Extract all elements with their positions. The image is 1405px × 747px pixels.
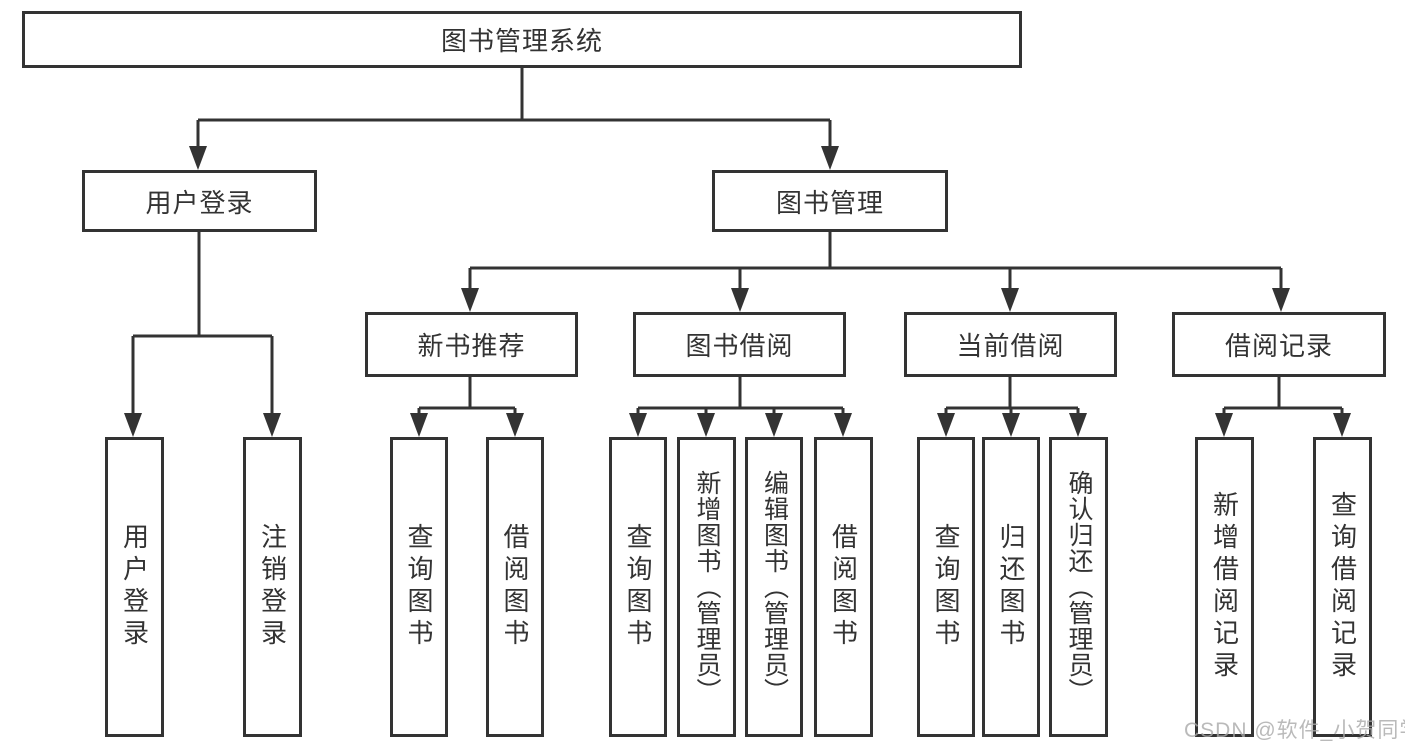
leaf-borrow-edit-book: 编辑图书（管理员） — [745, 437, 803, 737]
csdn-watermark: CSDN @软件_小贺同学 — [1184, 719, 1405, 742]
leaf-return-book: 归还图书 — [982, 437, 1040, 737]
leaf-borrow-add-book: 新增图书（管理员） — [677, 437, 736, 737]
leaf-current-query-label: 查询图书 — [931, 523, 961, 651]
leaf-newbook-query: 查询图书 — [390, 437, 448, 737]
node-new-book-label: 新书推荐 — [417, 331, 526, 361]
node-user-login: 用户登录 — [82, 170, 317, 232]
leaf-add-record-label: 新增借阅记录 — [1209, 491, 1240, 683]
leaf-borrow-edit-book-label: 编辑图书（管理员） — [760, 470, 789, 704]
leaf-return-book-label: 归还图书 — [996, 523, 1026, 651]
leaf-borrow-add-book-label: 新增图书（管理员） — [693, 470, 721, 704]
node-borrow-record-label: 借阅记录 — [1224, 331, 1333, 361]
leaf-borrow-book-label: 借阅图书 — [828, 523, 859, 651]
node-book-mgmt-label: 图书管理 — [775, 187, 884, 218]
leaf-user-login: 用户登录 — [105, 437, 164, 737]
leaf-newbook-borrow: 借阅图书 — [486, 437, 544, 737]
leaf-newbook-borrow-label: 借阅图书 — [500, 523, 530, 651]
leaf-current-query: 查询图书 — [917, 437, 975, 737]
leaf-query-record-label: 查询借阅记录 — [1327, 491, 1358, 683]
node-root-label: 图书管理系统 — [440, 26, 603, 56]
leaf-query-record: 查询借阅记录 — [1313, 437, 1372, 737]
node-user-login-label: 用户登录 — [145, 187, 254, 218]
leaf-newbook-query-label: 查询图书 — [404, 523, 434, 651]
leaf-logout: 注销登录 — [243, 437, 302, 737]
node-current-borrow: 当前借阅 — [904, 312, 1117, 377]
leaf-user-login-label: 用户登录 — [119, 523, 150, 651]
leaf-logout-label: 注销登录 — [257, 523, 288, 651]
node-root: 图书管理系统 — [22, 11, 1022, 68]
leaf-borrow-query-label: 查询图书 — [623, 523, 653, 651]
node-current-borrow-label: 当前借阅 — [956, 331, 1065, 361]
node-book-borrow: 图书借阅 — [633, 312, 846, 377]
leaf-borrow-query: 查询图书 — [609, 437, 667, 737]
leaf-confirm-return-label: 确认归还（管理员） — [1065, 470, 1093, 704]
leaf-confirm-return: 确认归还（管理员） — [1049, 437, 1108, 737]
node-borrow-record: 借阅记录 — [1172, 312, 1386, 377]
arrowhead-icons — [124, 146, 1351, 437]
node-book-mgmt: 图书管理 — [712, 170, 948, 232]
node-book-borrow-label: 图书借阅 — [685, 331, 794, 361]
node-new-book: 新书推荐 — [365, 312, 578, 377]
leaf-borrow-book: 借阅图书 — [814, 437, 873, 737]
leaf-add-record: 新增借阅记录 — [1195, 437, 1254, 737]
